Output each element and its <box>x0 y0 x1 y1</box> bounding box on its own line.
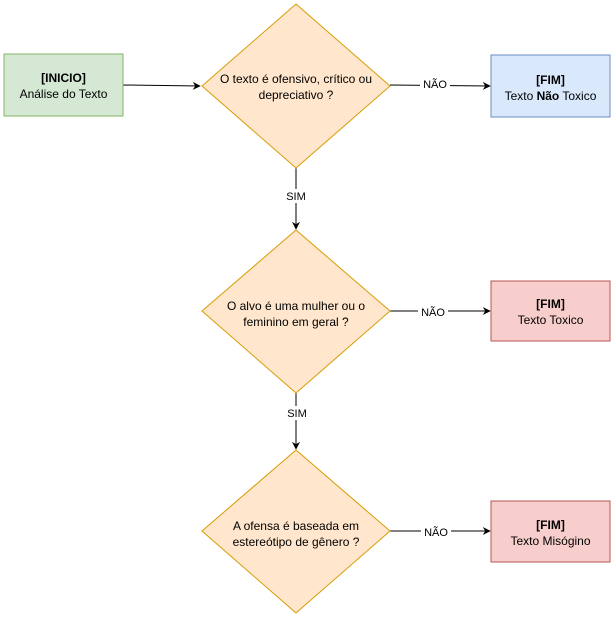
end-3-label: Texto Misógino <box>510 534 590 548</box>
end-1-label-post: Toxico <box>559 89 596 103</box>
decision-3-line2: estereótipo de gênero ? <box>233 535 360 549</box>
edge-label-no-1: NÃO <box>423 78 447 91</box>
decision-node-2: O alvo é uma mulher ou o feminino em ger… <box>201 229 391 394</box>
edge-label-yes-1: SIM <box>286 191 306 203</box>
decision-node-1: O texto é ofensivo, crítico ou depreciat… <box>201 3 391 169</box>
end-2-label: Texto Toxico <box>518 313 584 327</box>
end-3-tag: [FIM] <box>536 518 565 532</box>
end-2-tag: [FIM] <box>536 297 565 311</box>
end-node-misogynistic: [FIM] Texto Misógino <box>490 500 611 563</box>
start-node: [INICIO] Análise do Texto <box>3 53 124 117</box>
edge-label-no-3: NÃO <box>424 526 448 539</box>
end-node-toxic: [FIM] Texto Toxico <box>490 280 611 342</box>
end-1-tag: [FIM] <box>536 73 565 87</box>
decision-1-line2: depreciativo ? <box>259 88 334 102</box>
end-1-label-bold: Não <box>537 89 560 103</box>
end-1-label-pre: Texto <box>505 89 537 103</box>
end-node-not-toxic: [FIM] Texto Não Toxico <box>490 54 611 118</box>
edge-labels: NÃO SIM NÃO SIM NÃO <box>284 77 451 539</box>
decision-1-line1: O texto é ofensivo, crítico ou <box>220 72 372 86</box>
edge-label-yes-2: SIM <box>287 408 307 420</box>
start-node-tag: [INICIO] <box>41 71 86 85</box>
start-node-label: Análise do Texto <box>20 87 108 101</box>
decision-2-line2: feminino em geral ? <box>243 315 349 329</box>
edge-start-to-decision1 <box>122 81 201 90</box>
decision-node-3: A ofensa é baseada em estereótipo de gên… <box>201 449 391 614</box>
end-1-label: Texto Não Toxico <box>505 89 597 103</box>
decision-3-line1: A ofensa é baseada em <box>233 519 359 533</box>
decision-2-line1: O alvo é uma mulher ou o <box>227 299 365 313</box>
edge-label-no-2: NÃO <box>421 306 445 319</box>
